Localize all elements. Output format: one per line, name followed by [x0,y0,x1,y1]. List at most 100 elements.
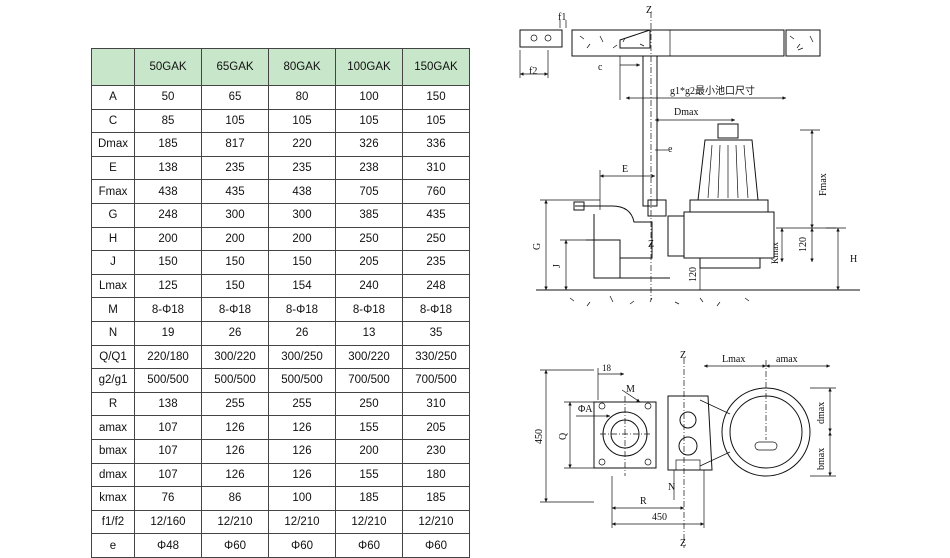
pump-base [593,214,670,279]
value-cell: 300/220 [335,344,403,370]
row-label-cell: A [91,85,135,110]
discharge-pipe [575,205,653,259]
E-label: E [622,164,628,175]
plan-z-top-label: Z [680,350,686,361]
value-cell: 220/180 [134,344,202,370]
v120a-label: 120 [798,237,809,252]
value-cell: 255 [268,391,336,417]
value-cell: 185 [335,486,403,511]
row-label-cell: bmax [91,438,135,464]
value-cell: 200 [201,226,269,252]
value-cell: 13 [335,320,403,346]
header-cell: 150GAK [402,48,470,86]
plan-view: Z Z Lmax amax dmax bmax [534,350,836,549]
value-cell: 150 [201,273,269,299]
value-cell: 300/220 [201,344,269,370]
pump-volute [683,211,775,259]
header-cell [91,48,135,86]
value-cell: 8-Φ18 [402,297,470,322]
ground-hatch [569,295,750,307]
value-cell: 200 [335,438,403,464]
value-cell: 12/160 [134,509,202,535]
value-cell: 220 [268,132,336,157]
value-cell: 180 [402,462,470,488]
value-cell: 76 [134,486,202,511]
value-cell: 126 [201,462,269,488]
c-label: c [598,62,603,73]
row-label-cell: Fmax [91,179,135,204]
value-cell: 700/500 [402,368,470,393]
N-label: N [668,482,675,493]
value-cell: 50 [134,85,202,110]
row-label-cell: Dmax [91,132,135,157]
bolt-hole [544,34,552,42]
pump-handle [717,123,739,139]
value-cell: 100 [335,85,403,110]
motor-circle-outer [721,387,811,477]
value-cell: 86 [201,486,269,511]
value-cell: 12/210 [268,509,336,535]
value-cell: 248 [402,273,470,299]
phiA-label: ΦA [578,404,593,415]
value-cell: 250 [335,391,403,417]
value-cell: 8-Φ18 [134,297,202,322]
guide-rail [642,55,658,207]
value-cell: 26 [268,320,336,346]
value-cell: 85 [134,108,202,134]
J-label: J [552,264,563,268]
value-cell: 700/500 [335,368,403,393]
value-cell: 126 [201,438,269,464]
value-cell: 385 [335,202,403,228]
value-cell: 438 [268,179,336,204]
G-label: G [532,243,543,250]
row-label-cell: M [91,297,135,322]
value-cell: 8-Φ18 [335,297,403,322]
header-cell: 65GAK [201,48,269,86]
row-label-cell: G [91,202,135,228]
g-note-label: g1*g2最小池口尺寸 [670,84,755,97]
R-label: R [640,496,647,507]
row-label-cell: N [91,320,135,346]
value-cell: 8-Φ18 [268,297,336,322]
value-cell: 300/250 [268,344,336,370]
value-cell: 235 [268,155,336,181]
plan-z-bottom-label: Z [680,538,686,549]
value-cell: 126 [201,415,269,440]
H-label: H [850,254,857,265]
value-cell: 150 [402,85,470,110]
value-cell: 138 [134,391,202,417]
value-cell: 248 [134,202,202,228]
header-cell: 50GAK [134,48,202,86]
M-label: M [626,384,635,395]
concrete-slab [571,29,785,57]
row-label-cell: C [91,108,135,134]
value-cell: 138 [134,155,202,181]
value-cell: 205 [402,415,470,440]
bmax-plan-label: bmax [816,448,827,470]
table-header-row: 50GAK 65GAK 80GAK 100GAK 150GAK [91,48,470,86]
value-cell: 500/500 [201,368,269,393]
value-cell: 19 [134,320,202,346]
value-cell: 125 [134,273,202,299]
v18-label: 18 [602,363,612,373]
value-cell: 310 [402,155,470,181]
fmax-label: Fmax [818,173,829,196]
value-cell: 12/210 [335,509,403,535]
Q-label: Q [558,432,569,440]
side-view: f2 f1 Z c g1*g2最小池口尺寸 Dmax e E [519,5,860,307]
row-label-cell: Lmax [91,273,135,299]
value-cell: 185 [134,132,202,157]
guide-bracket [519,29,563,48]
